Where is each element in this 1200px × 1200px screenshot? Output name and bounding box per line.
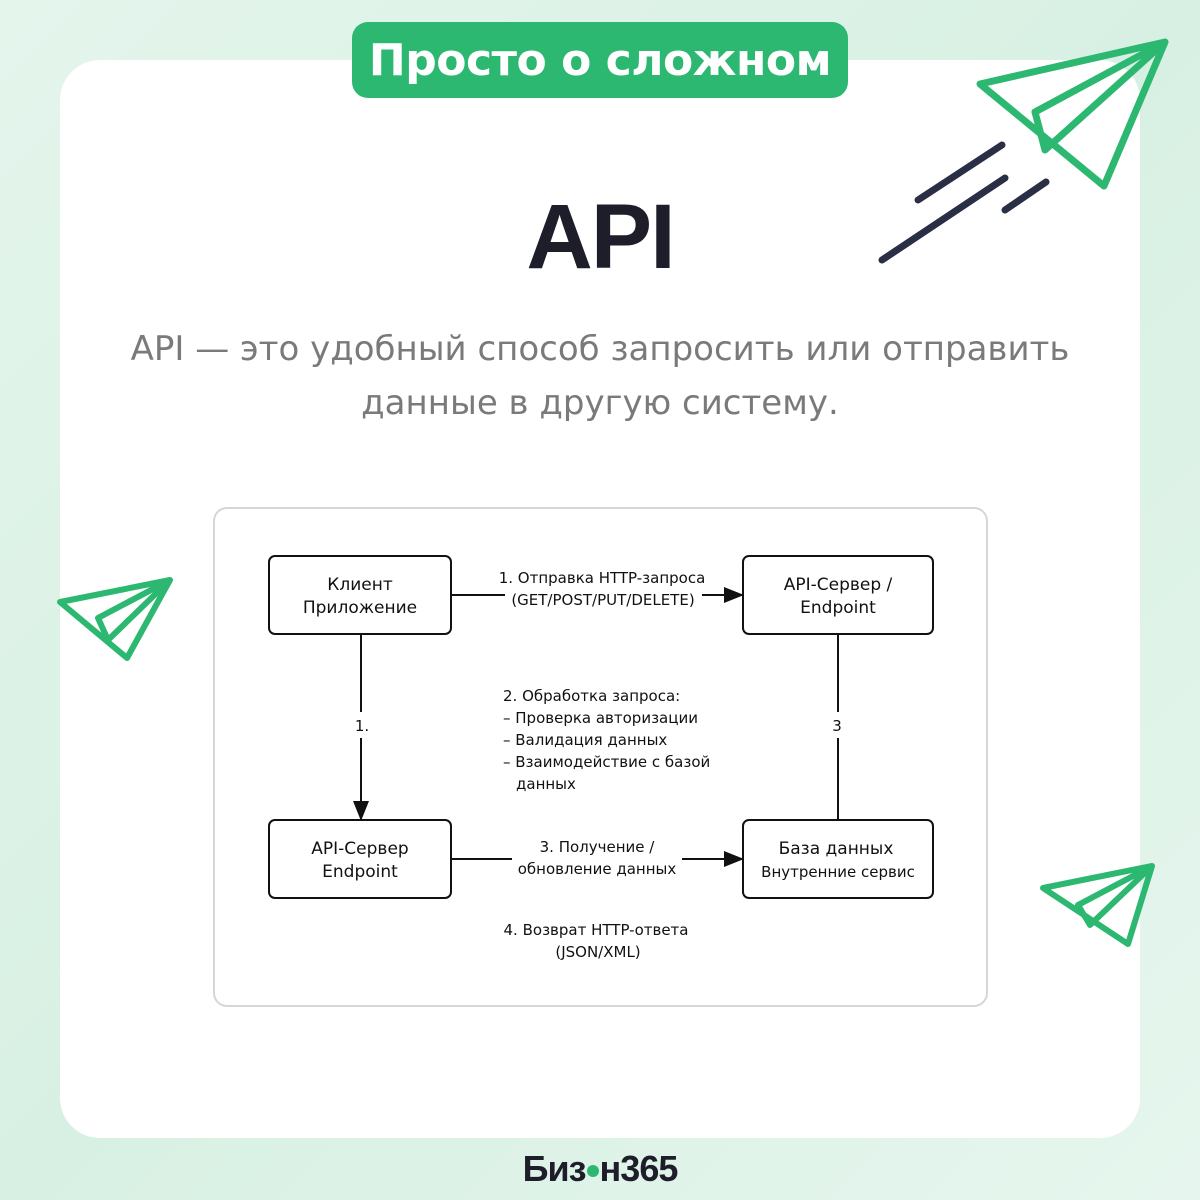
paper-plane-icon	[1040, 863, 1155, 947]
db-sublabel: Внутренние сервис	[761, 863, 915, 881]
paper-plane-icon	[976, 38, 1169, 190]
step4-label: 4. Возврат HTTP-ответа	[504, 921, 689, 939]
api-server-top-box	[742, 555, 934, 635]
step3-label: 3. Получение /	[540, 838, 656, 856]
page-title: API	[526, 186, 675, 288]
paper-plane-icon	[57, 577, 173, 661]
step2-item: – Валидация данных	[503, 731, 667, 749]
api-top-label: API-Сервер /	[784, 575, 893, 595]
step2-item: данных	[516, 775, 576, 793]
client-sublabel: Приложение	[303, 598, 417, 618]
api-bottom-label: API-Сервер	[311, 839, 408, 859]
database-box	[742, 819, 934, 899]
db-label: База данных	[779, 839, 894, 859]
subtitle-line2: данные в другую систему.	[361, 383, 839, 423]
step2-item: – Проверка авторизации	[503, 709, 698, 727]
speed-lines-icon	[878, 141, 1050, 264]
api-bottom-sublabel: Endpoint	[322, 862, 398, 882]
client-box	[268, 555, 452, 635]
step2-label: 2. Обработка запроса:	[503, 687, 680, 705]
diagram-frame	[213, 507, 988, 1007]
client-label: Клиент	[327, 575, 393, 595]
logo-part2: н365	[599, 1148, 679, 1189]
logo-dot-icon	[586, 1165, 599, 1178]
step1-methods: (GET/POST/PUT/DELETE)	[511, 591, 694, 609]
step3-short: 3	[832, 717, 842, 735]
subtitle: API — это удобный способ запросить или о…	[100, 322, 1100, 430]
logo-part1: Биз	[522, 1148, 587, 1189]
api-top-sublabel: Endpoint	[800, 598, 876, 618]
api-server-bottom-box	[268, 819, 452, 899]
header-badge-text: Просто о сложном	[368, 34, 832, 86]
step1-short: 1.	[355, 717, 369, 735]
step3-sublabel: обновление данных	[518, 860, 677, 878]
subtitle-line1: API — это удобный способ запросить или о…	[130, 329, 1070, 369]
header-badge: Просто о сложном	[352, 22, 848, 98]
brand-logo: Биз н365	[0, 1148, 1200, 1190]
step2-item: – Взаимодействие с базой	[503, 753, 710, 771]
step4-format: (JSON/XML)	[555, 943, 640, 961]
step1-label: 1. Отправка HTTP-запроса	[499, 569, 706, 587]
